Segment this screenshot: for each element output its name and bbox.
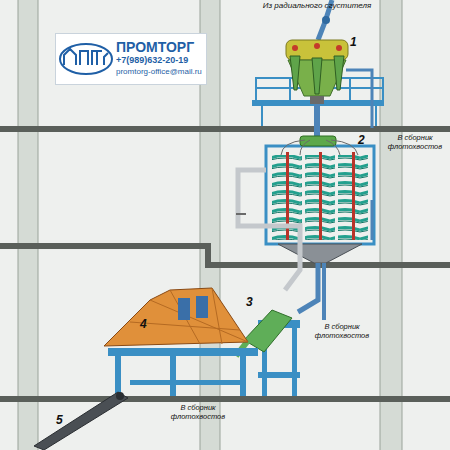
callout-number: 5: [56, 414, 63, 428]
contact-text: promtorg-office@mail.ru: [116, 68, 202, 77]
callout-number: 3: [246, 296, 253, 310]
callout-number: 1: [350, 36, 357, 50]
source-note: Из радиального сгустителя: [262, 1, 372, 10]
tailings-note: В сборник флотохвостов: [384, 134, 446, 151]
company-name: ПРОМТОРГ: [116, 40, 194, 55]
contact-text: +7(989)632-20-19: [116, 56, 188, 66]
callout-number: 4: [140, 318, 147, 332]
logo-box: ПРОМТОРГ+7(989)632-20-19 promtorg-office@…: [55, 33, 207, 85]
tailings-note: В сборник флотохвостов: [168, 404, 228, 421]
callout-number: 2: [358, 134, 365, 148]
logo-mark: [58, 39, 114, 79]
tailings-note: В сборник флотохвостов: [312, 323, 372, 340]
